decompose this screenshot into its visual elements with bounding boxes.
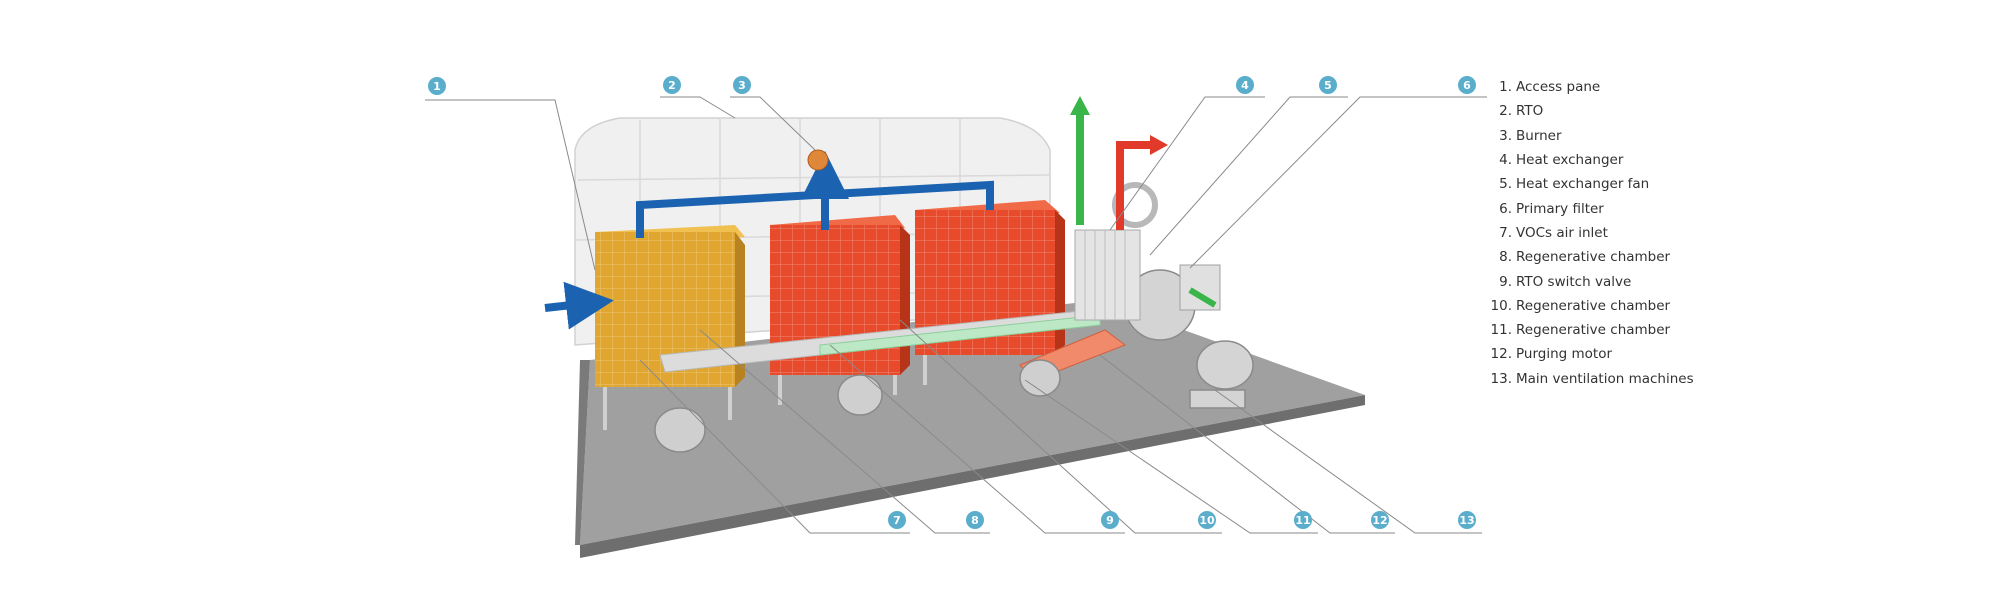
leader-line-5 <box>1149 96 1348 256</box>
legend-label: Heat exchanger <box>1516 152 1624 169</box>
legend-label: Access pane <box>1516 79 1601 96</box>
legend-label: Regenerative chamber <box>1516 249 1671 266</box>
legend-label: RTO switch valve <box>1516 273 1632 290</box>
legend-label: Primary filter <box>1516 200 1604 217</box>
callout-number-7: 7 <box>893 514 901 527</box>
legend-number: 9. <box>1499 273 1512 290</box>
legend-item: 10.Regenerative chamber <box>1490 294 1850 318</box>
heat-exchanger <box>1074 182 1221 321</box>
callout-number-6: 6 <box>1463 79 1471 92</box>
callout-badge-6 <box>1458 76 1476 94</box>
leader-line-4 <box>1109 96 1265 231</box>
callout-badge-2 <box>663 76 681 94</box>
legend-item: 5.Heat exchanger fan <box>1490 172 1850 196</box>
callout-badge-7 <box>888 511 906 529</box>
legend-number: 4. <box>1499 152 1512 169</box>
callout-badge-10 <box>1198 511 1216 529</box>
legend-label: Regenerative chamber <box>1516 322 1671 339</box>
leader-line-10 <box>899 319 1222 534</box>
legend-item: 12.Purging motor <box>1490 342 1850 366</box>
callout-number-11: 11 <box>1295 514 1310 527</box>
legend-label: RTO <box>1516 103 1544 120</box>
callout-badge-3 <box>733 76 751 94</box>
legend-item: 8.Regenerative chamber <box>1490 245 1850 269</box>
legend-label: VOCs air inlet <box>1516 224 1608 241</box>
legend-item: 13.Main ventilation machines <box>1490 367 1850 391</box>
leader-line-7 <box>639 359 910 534</box>
callout-number-13: 13 <box>1459 514 1474 527</box>
leader-lines <box>425 96 1487 534</box>
legend-item: 2.RTO <box>1490 99 1850 123</box>
legend-number: 7. <box>1499 224 1512 241</box>
legend-label: Purging motor <box>1516 346 1613 363</box>
legend-item: 6.Primary filter <box>1490 196 1850 220</box>
callout-number-8: 8 <box>971 514 979 527</box>
legend-item: 3.Burner <box>1490 124 1850 148</box>
leader-line-1 <box>425 99 596 271</box>
leader-line-12 <box>1099 354 1395 534</box>
legend-item: 1.Access pane <box>1490 75 1850 99</box>
legend-number: 6. <box>1499 200 1512 217</box>
legend-number: 13. <box>1490 370 1512 387</box>
callout-badge-12 <box>1371 511 1389 529</box>
callout-number-9: 9 <box>1106 514 1114 527</box>
callout-badge-4 <box>1236 76 1254 94</box>
legend-number: 8. <box>1499 249 1512 266</box>
legend-number: 2. <box>1499 103 1512 120</box>
callout-number-4: 4 <box>1241 79 1249 92</box>
leader-line-6 <box>1189 96 1487 269</box>
legend-item: 11.Regenerative chamber <box>1490 318 1850 342</box>
legend-item: 9.RTO switch valve <box>1490 269 1850 293</box>
legend-number: 11. <box>1490 322 1512 339</box>
legend-label: Regenerative chamber <box>1516 297 1671 314</box>
leader-line-3 <box>730 96 816 151</box>
legend-item: 7.VOCs air inlet <box>1490 221 1850 245</box>
legend-label: Burner <box>1516 127 1562 144</box>
leader-line-11 <box>1024 379 1318 534</box>
callout-number-12: 12 <box>1372 514 1387 527</box>
legend-item: 4.Heat exchanger <box>1490 148 1850 172</box>
rto-switch-valves <box>654 359 1061 453</box>
callout-badge-11 <box>1294 511 1312 529</box>
callout-number-10: 10 <box>1199 514 1215 527</box>
legend-number: 12. <box>1490 346 1512 363</box>
callout-badge-8 <box>966 511 984 529</box>
leader-line-2 <box>660 96 736 119</box>
main-ventilation-machine <box>1124 269 1254 409</box>
leader-line-9 <box>829 344 1125 534</box>
callout-badge-5 <box>1319 76 1337 94</box>
leader-line-8 <box>699 329 990 534</box>
flow-arrows <box>544 96 1217 330</box>
callout-number-5: 5 <box>1324 79 1332 92</box>
callout-number-3: 3 <box>738 79 746 92</box>
callout-badge-9 <box>1101 511 1119 529</box>
legend-number: 3. <box>1499 127 1512 144</box>
legend-label: Heat exchanger fan <box>1516 176 1650 193</box>
callout-number-1: 1 <box>433 80 441 93</box>
burner-icon <box>807 149 829 171</box>
legend-label: Main ventilation machines <box>1516 370 1694 387</box>
legend-number: 10. <box>1490 297 1512 314</box>
leader-line-13 <box>1214 389 1482 534</box>
legend-number: 1. <box>1499 79 1512 96</box>
callout-badge-13 <box>1458 511 1476 529</box>
legend-number: 5. <box>1499 176 1512 193</box>
callout-badge-1 <box>428 77 446 95</box>
callout-number-2: 2 <box>668 79 676 92</box>
